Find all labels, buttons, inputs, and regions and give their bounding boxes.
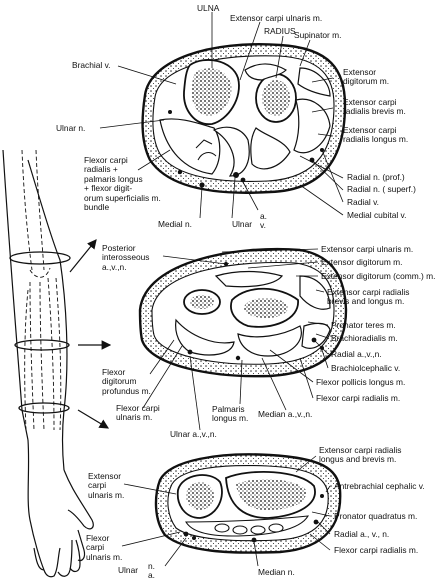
label-fcr-3: Flexor carpi radialis m. [334,545,419,555]
label-ulnar-av: a. v. [260,211,267,231]
section-rings [9,251,71,414]
label-radial-v: Radial v. [347,197,379,207]
label-fcu-2: Flexor carpi ulnaris m. [116,403,160,423]
label-ulnar-na: n. a. [148,561,155,581]
label-ecu-1: Extensor carpi ulnaris m. [230,13,323,23]
label-medial-cubital: Medial cubital v. [347,210,407,220]
label-ecu-2: Extensor carpi ulnaris m. [321,244,414,254]
leader-lines [99,12,344,567]
label-radial-avn-3: Radial a., v., n. [334,529,390,539]
section-arrows [69,239,112,429]
arm-bones [21,149,62,431]
label-median-avn: Median a.,v.,n. [258,409,313,419]
label-median-n: Median n. [258,567,295,577]
label-brachioradialis: Brachioradialis m. [331,333,398,343]
label-ecrl-1: Extensor carpi radialis longus m. [343,125,409,145]
label-fcu-3: Flexor carpi ulnaris m. [86,533,123,562]
label-ulnar-1: Ulnar [232,219,253,229]
label-ecu-3: Extensor carpi ulnaris m. [88,471,125,500]
label-supinator: Supinator m. [294,30,342,40]
label-fpl: Flexor pollicis longus m. [316,377,406,387]
section-2-cross-section [138,247,348,378]
label-flexor-bundle: Flexor carpi radialis + palmaris longus … [84,155,161,213]
arm-outline [2,149,94,578]
label-ext-dig-comm: Extensor digitorum (comm.) m. [321,271,436,281]
label-radius: RADIUS [264,26,296,36]
label-radial-prof: Radial n. (prof.) [347,172,405,182]
label-ulnar-3: Ulnar [118,565,139,575]
label-palmaris: Palmaris longus m. [212,404,249,424]
label-ext-digitorum-2: Extensor digitorum m. [321,257,403,267]
label-ecrb-1: Extensor carpi radialis brevis m. [343,97,406,117]
label-brachiocephalic: Brachiolcephalic v. [331,363,401,373]
section-3-cross-section [154,453,342,554]
label-ext-digitorum-1: Extensor digitorum m. [343,67,390,87]
label-ulnar-n-1: Ulnar n. [56,123,86,133]
label-radial-avn-2: Radial a.,v.,n. [331,349,382,359]
label-medial-n: Medial n. [158,219,192,229]
label-post-interosseous: Posterior interosseous a.,v.,n. [102,243,150,272]
section-1-cross-section [141,43,347,194]
label-fdp: Flexor digitorum profundus m. [102,367,151,396]
label-ulna: ULNA [197,3,220,13]
label-ecrb-l-2: Extensor carpi radialis brevis and longu… [327,287,410,307]
label-ecrlb-3: Extensor carpi radialis longus and brevi… [319,445,402,465]
label-ulnar-avn: Ulnar a.,v.,n. [170,429,217,439]
label-antebrachial: Antrebrachial cephalic v. [334,481,425,491]
label-radial-superf: Radial n. ( superf.) [347,184,416,194]
label-fcr-2: Flexor carpi radialis m. [316,393,401,403]
label-brachial-v: Brachial v. [72,60,111,70]
label-pronator-teres: Pronator teres m. [331,320,396,330]
label-pronator-quad: Pronator quadratus m. [334,511,418,521]
